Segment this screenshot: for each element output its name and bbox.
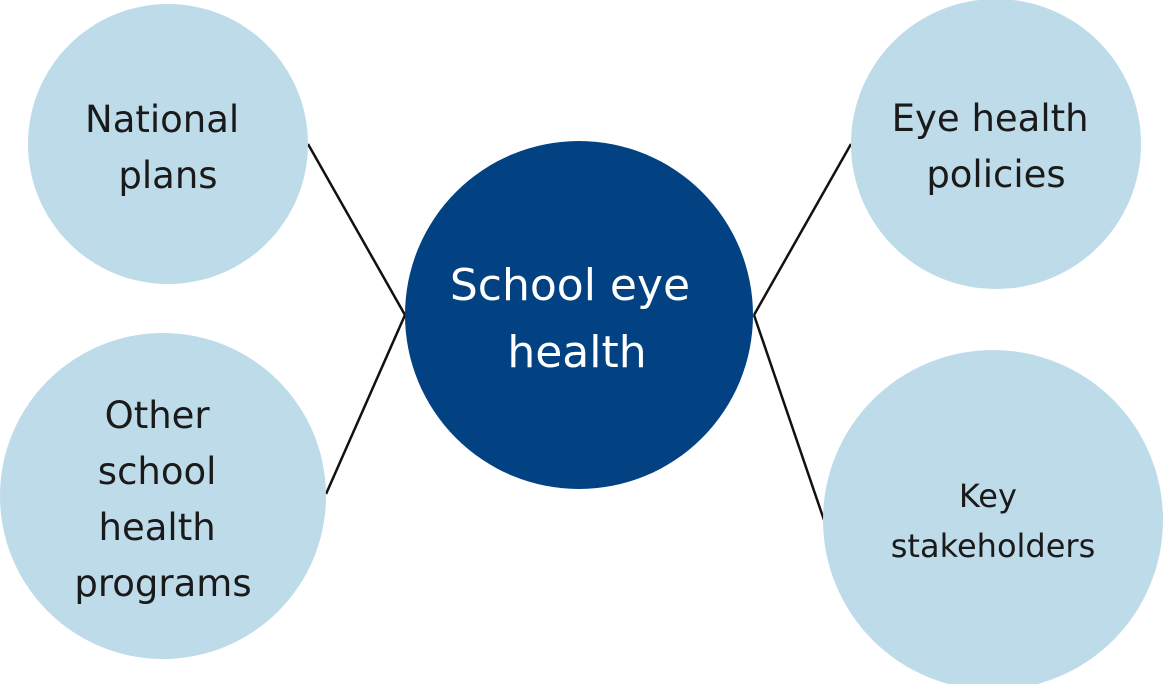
connector-eye-health-policies [752,143,853,316]
node-national-plans-line: National [85,98,239,141]
center-node-line: School eye [450,260,690,311]
node-other-school-health-programs: Other school health programs [0,333,326,659]
node-key-stakeholders-line: Key [959,477,1017,515]
node-eye-health-policies-line: policies [926,153,1065,196]
center-node-school-eye-health: School eye health [405,141,753,489]
node-eye-health-policies-circle [851,0,1141,289]
svg-text:Key stakeholders: Key stakeholders [891,477,1095,565]
node-other-programs-line: Other [105,394,211,437]
node-eye-health-policies: Eye health policies [851,0,1141,289]
node-key-stakeholders: Key stakeholders [823,350,1163,684]
connector-other-programs [324,314,407,495]
node-key-stakeholders-circle [823,350,1163,684]
node-eye-health-policies-line: Eye health [892,97,1089,140]
node-other-programs-circle [0,333,326,659]
connector-national-plans [306,143,407,316]
svg-text:National plans: National plans [85,98,251,197]
node-national-plans: National plans [28,4,308,284]
svg-text:Other school healt: Other school health programs [74,394,251,605]
svg-text:School eye health: School eye health [450,260,704,378]
connector-key-stakeholders [752,314,826,521]
center-node-circle [405,141,753,489]
node-other-programs-line: school [98,450,217,493]
node-national-plans-line: plans [118,154,217,197]
svg-text:Eye health policies: Eye health policies [892,97,1101,196]
node-other-programs-line: programs [74,562,251,605]
node-key-stakeholders-line: stakeholders [891,527,1095,565]
node-other-programs-line: health [99,506,216,549]
center-node-line: health [507,327,646,378]
node-national-plans-circle [28,4,308,284]
